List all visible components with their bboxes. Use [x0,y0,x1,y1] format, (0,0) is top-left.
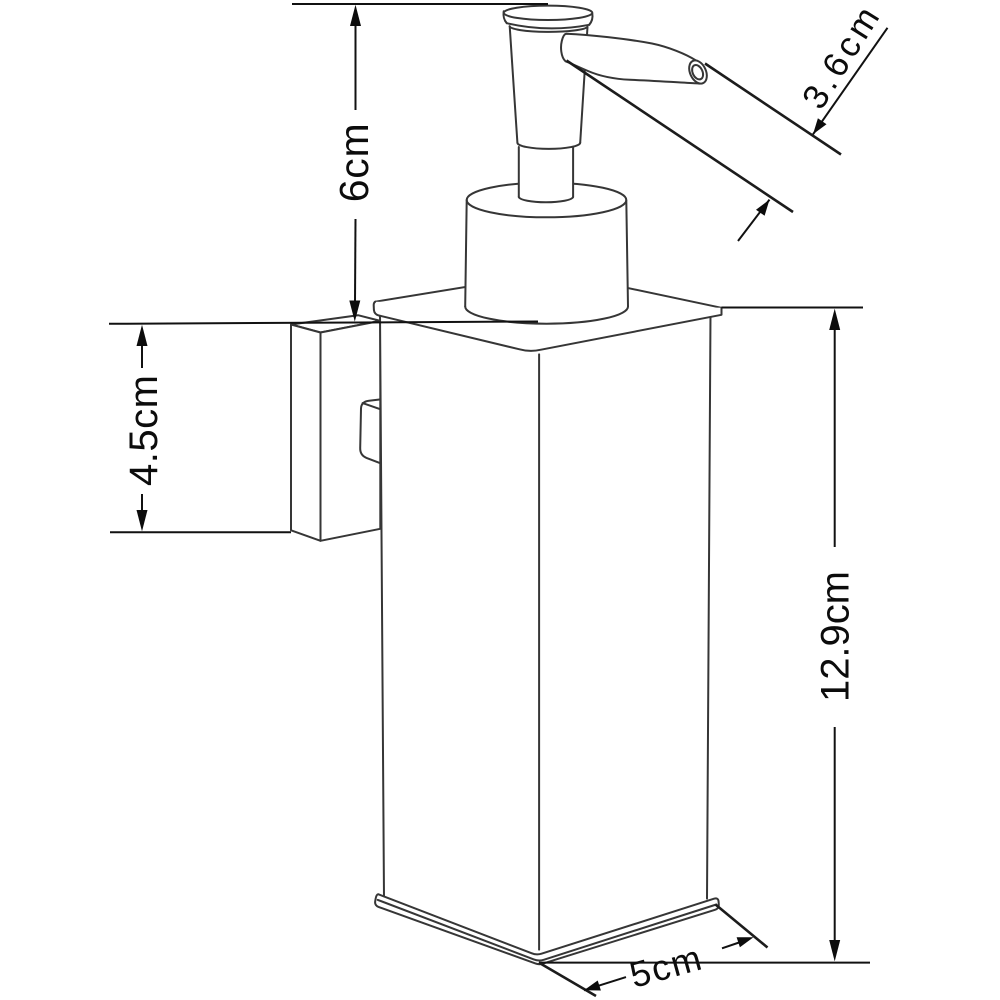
svg-text:6cm: 6cm [331,123,377,202]
svg-text:12.9cm: 12.9cm [814,571,858,702]
svg-text:4.5cm: 4.5cm [122,375,166,486]
